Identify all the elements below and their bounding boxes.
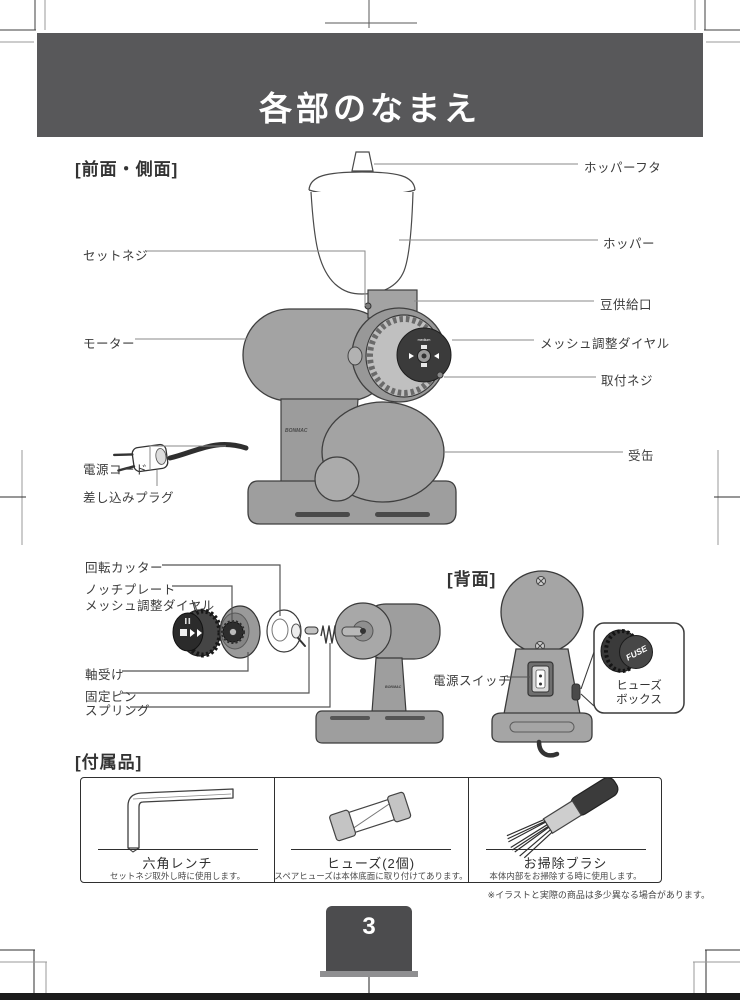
label-bean-supply-port: 豆供給口 <box>600 298 653 312</box>
page-tab-base <box>320 971 418 977</box>
mount-screw <box>436 371 444 379</box>
fuse-box-line1: ヒューズ <box>616 680 662 692</box>
power-cord <box>167 442 249 461</box>
label-motor: モーター <box>83 337 136 351</box>
page-number: 3 <box>362 913 376 940</box>
accessory-name: お掃除ブラシ <box>523 856 608 871</box>
label-set-screw: セットネジ <box>83 249 149 263</box>
page-number-tab: 3 <box>326 906 412 975</box>
label-mesh-dial: メッシュ調整ダイヤル <box>540 337 670 351</box>
accessory-cell-brush: お掃除ブラシ 本体内部をお掃除する時に使用します。 <box>468 778 663 882</box>
label-notch-plate: ノッチプレート <box>85 583 176 597</box>
label-fixing-pin: 固定ピン <box>85 690 138 704</box>
fuse-box-location <box>571 683 581 701</box>
label-mesh-dial-exploded: メッシュ調整ダイヤル <box>85 599 215 613</box>
fuse-knob: FUSE <box>600 629 653 673</box>
footnote: ※イラストと実際の商品は多少異なる場合があります。 <box>487 890 710 900</box>
label-hopper-lid: ホッパーフタ <box>584 161 662 175</box>
page-bottom-edge <box>0 993 740 1000</box>
label-power-switch: 電源スイッチ <box>433 674 512 688</box>
mesh-dial: medium <box>365 314 452 398</box>
accessory-name: 六角レンチ <box>142 856 213 871</box>
screw-top <box>536 576 546 586</box>
brand-logo-front: BONMAC <box>285 428 308 434</box>
accessories-section-heading: [付属品] <box>75 753 143 772</box>
exploded-leader-lines <box>122 564 331 708</box>
label-power-cord: 電源コード <box>83 463 149 477</box>
label-bearing: 軸受け <box>85 668 125 682</box>
set-screw <box>364 302 372 310</box>
label-hopper: ホッパー <box>603 237 656 251</box>
label-spring: スプリング <box>85 704 151 718</box>
label-rotary-cutter: 回転カッター <box>85 561 164 575</box>
table-divider-2 <box>468 778 469 882</box>
label-plug: 差し込みプラグ <box>83 491 175 505</box>
accessory-desc: 本体内部をお掃除する時に使用します。 <box>489 871 642 881</box>
front-leader-lines <box>135 163 623 486</box>
back-view-illustration: FUSE <box>491 570 685 758</box>
accessory-desc: セットネジ取外し時に使用します。 <box>109 871 246 881</box>
screw-bottom <box>535 641 545 651</box>
accessory-cell-fuse: ヒューズ(2個) スペアヒューズは本体底面に取り付けてあります。 <box>274 778 468 882</box>
cell-underline <box>97 849 258 850</box>
title-banner: 各部のなまえ <box>37 33 703 137</box>
fuse-illustration <box>329 791 412 842</box>
hex-wrench-illustration <box>127 788 234 853</box>
exploded-view-illustration: BONMAC <box>172 602 444 744</box>
table-divider-1 <box>274 778 275 882</box>
cell-underline <box>485 849 646 850</box>
label-mount-screw: 取付ネジ <box>601 374 654 388</box>
cleaning-brush-illustration <box>506 777 619 859</box>
brand-logo-side: BONMAC <box>385 685 402 689</box>
dial-text: medium <box>418 338 431 342</box>
label-receiving-can: 受缶 <box>628 449 655 463</box>
page-title: 各部のなまえ <box>259 90 481 127</box>
accessories-table: 六角レンチ セットネジ取外し時に使用します。 ヒューズ(2個) スペアヒューズは… <box>80 777 662 883</box>
fuse-box-line2: ボックス <box>616 694 662 706</box>
label-fuse-box: ヒューズ ボックス <box>604 679 674 707</box>
power-switch <box>527 661 554 697</box>
back-section-heading: [背面] <box>447 570 497 589</box>
front-section-heading: [前面・側面] <box>75 160 179 179</box>
accessory-cell-hex-wrench: 六角レンチ セットネジ取外し時に使用します。 <box>81 778 274 882</box>
front-side-illustration: medium BONMAC <box>113 151 457 525</box>
cell-underline <box>291 849 451 850</box>
back-cord <box>536 739 560 758</box>
accessory-desc: スペアヒューズは本体底面に取り付けてあります。 <box>274 871 468 881</box>
accessory-name: ヒューズ(2個) <box>326 856 416 871</box>
